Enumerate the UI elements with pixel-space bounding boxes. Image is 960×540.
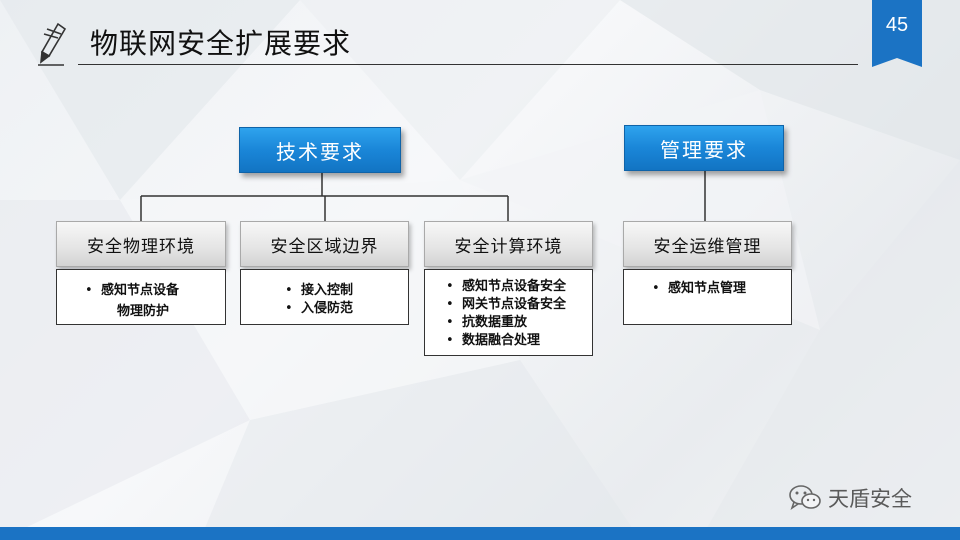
slide-title: 物联网安全扩展要求: [90, 27, 352, 60]
detail-box-ops: 感知节点管理: [623, 269, 792, 325]
mgmt-requirements-header: 管理要求: [624, 125, 784, 171]
page-number-badge: 45: [872, 0, 922, 67]
tech-requirements-header: 技术要求: [239, 127, 401, 173]
detail-box-boundary: 接入控制 入侵防范: [240, 269, 409, 325]
list-item: 感知节点管理: [652, 280, 791, 298]
list-item: 感知节点设备安全: [446, 278, 592, 296]
detail-box-computing: 感知节点设备安全 网关节点设备安全 抗数据重放 数据融合处理: [424, 269, 593, 356]
category-area-boundary: 安全区域边界: [240, 221, 409, 267]
list-item: 网关节点设备安全: [446, 296, 592, 314]
list-item-continuation: 物理防护: [117, 304, 170, 319]
category-physical-environment: 安全物理环境: [56, 221, 226, 267]
footer-bar: [0, 527, 960, 540]
list-item: 数据融合处理: [446, 332, 592, 350]
page-number: 45: [885, 14, 909, 36]
list-item: 抗数据重放: [446, 314, 592, 332]
watermark-text: 天盾安全: [828, 487, 912, 511]
detail-box-physical: 感知节点设备 物理防护: [56, 269, 226, 325]
pencil-icon: [38, 22, 67, 66]
category-ops-management: 安全运维管理: [623, 221, 792, 267]
wechat-icon: [789, 485, 821, 510]
list-item: 接入控制: [285, 282, 408, 300]
category-computing-environment: 安全计算环境: [424, 221, 593, 267]
title-divider: [78, 64, 858, 65]
watermark: 天盾安全: [788, 483, 912, 513]
list-item: 入侵防范: [285, 300, 408, 318]
list-item: 感知节点设备: [85, 282, 225, 300]
